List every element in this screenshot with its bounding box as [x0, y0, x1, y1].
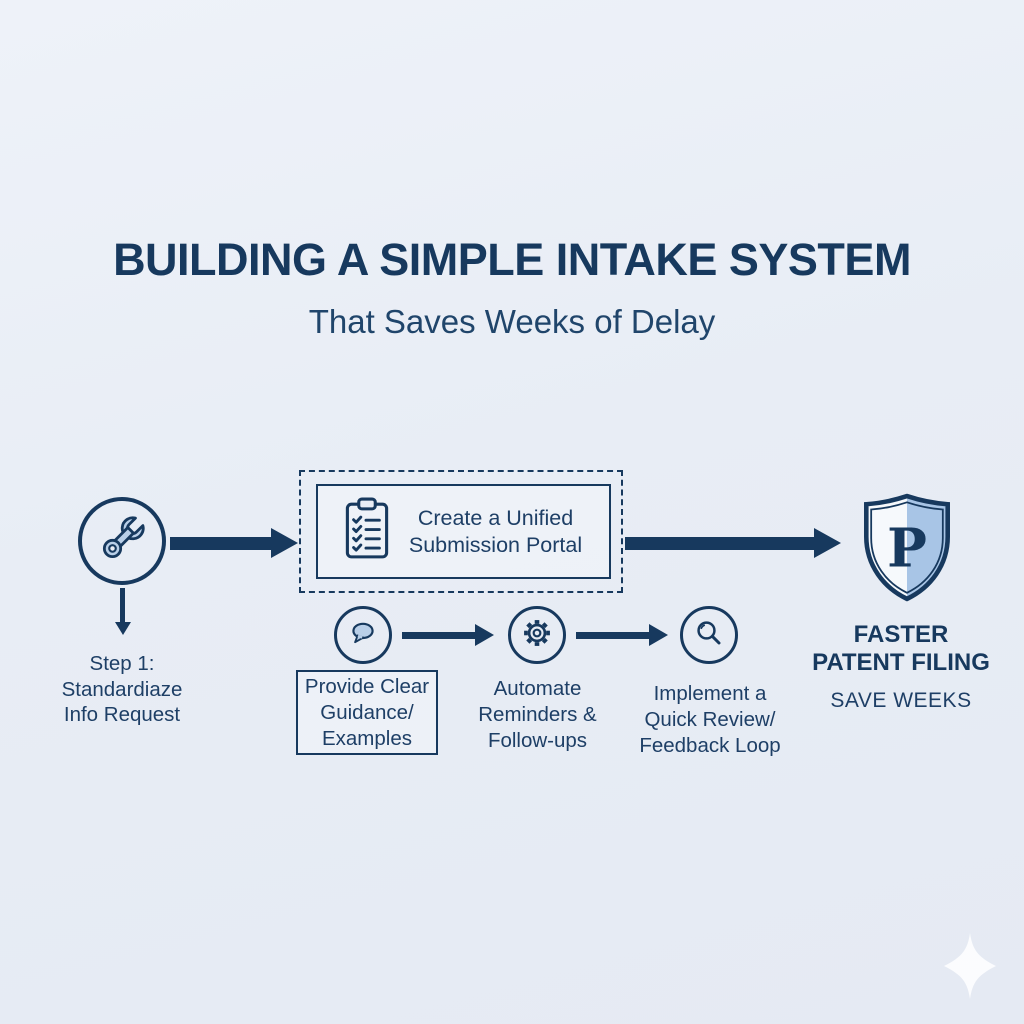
portal-label: Create a Unified Submission Portal: [390, 505, 609, 559]
result-subtitle: SAVE WEEKS: [830, 689, 972, 712]
portal-label-line2: Submission Portal: [408, 532, 583, 557]
arrow-step1-down: [114, 588, 131, 637]
arrow-head: [649, 624, 668, 646]
arrow-head: [271, 528, 298, 558]
substep2-label-line3: Follow-ups: [487, 729, 588, 752]
substep3-circle: [680, 606, 738, 664]
arrow-shaft: [120, 588, 125, 622]
substep2-label: Automate Reminders & Follow-ups: [455, 676, 620, 754]
result-title-line1: FASTER: [853, 621, 949, 648]
arrow-portal-to-result: [625, 527, 841, 559]
substep1-label-line3: Examples: [321, 727, 412, 750]
substep2-label-line2: Reminders &: [478, 703, 597, 726]
chat-bubble-icon: [343, 613, 383, 658]
result-title-line2: PATENT FILING: [812, 649, 990, 676]
arrow-shaft: [625, 536, 814, 550]
page-title: BUILDING A SIMPLE INTAKE SYSTEM: [113, 234, 911, 285]
shield-letter: P: [887, 517, 927, 579]
portal-label-line1: Create a Unified: [417, 505, 574, 530]
portal-box: Create a Unified Submission Portal: [316, 484, 611, 579]
arrow-sub2-to-sub3: [576, 624, 668, 646]
arrow-head: [114, 622, 131, 635]
result-title: FASTER PATENT FILING: [795, 621, 1007, 677]
arrow-shaft: [576, 631, 649, 639]
shield-p-icon: P: [851, 490, 963, 611]
gear-icon: [517, 613, 557, 658]
substep3-label: Implement a Quick Review/ Feedback Loop: [624, 681, 796, 759]
portal-dashed-box: [299, 470, 623, 593]
sparkle-icon: [943, 932, 997, 1005]
arrow-sub1-to-sub2: [402, 624, 494, 646]
substep3-label-line2: Quick Review/: [644, 708, 776, 731]
step1-label-line3: Info Request: [63, 703, 181, 726]
arrow-step1-to-portal: [170, 528, 298, 558]
page-subtitle: That Saves Weeks of Delay: [308, 303, 716, 340]
substep1-label-box: Provide Clear Guidance/ Examples: [296, 670, 438, 755]
step1-label-line1: Step 1:: [89, 652, 155, 675]
clipboard-icon: [344, 497, 390, 566]
substep1-circle: [334, 606, 392, 664]
substep3-label-line3: Feedback Loop: [639, 734, 781, 757]
substep1-label-line2: Guidance/: [320, 701, 414, 724]
substep2-circle: [508, 606, 566, 664]
arrow-head: [475, 624, 494, 646]
magnifier-icon: [689, 613, 729, 658]
substep3-label-line1: Implement a: [653, 682, 767, 705]
substep2-label-line1: Automate: [493, 677, 582, 700]
arrow-head: [814, 528, 841, 558]
step1-label-line2: Standardiaze: [61, 677, 183, 701]
arrow-shaft: [402, 631, 475, 639]
arrow-shaft: [170, 536, 271, 550]
substep1-label-line1: Provide Clear: [304, 675, 430, 698]
wrench-icon: [94, 511, 150, 572]
step1-circle: [78, 497, 166, 585]
step1-label: Step 1: Standardiaze Info Request: [38, 651, 206, 728]
